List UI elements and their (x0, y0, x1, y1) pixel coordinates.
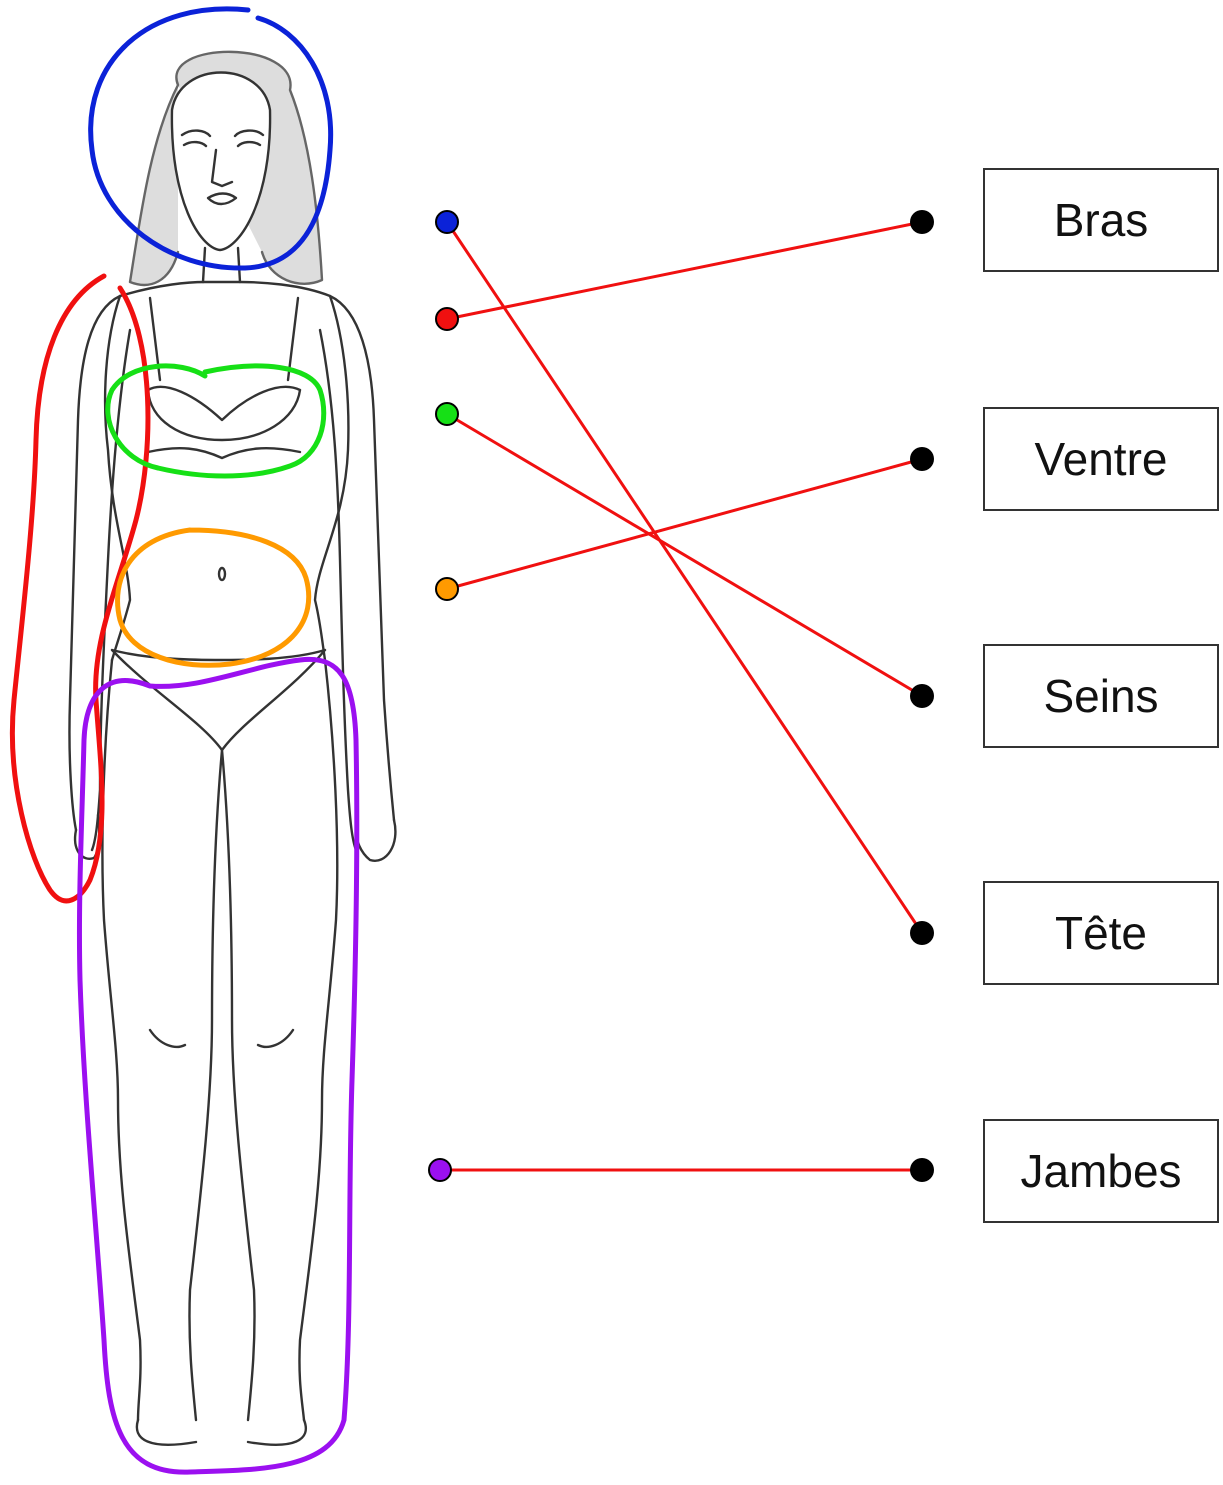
label-bras-text: Bras (1054, 193, 1149, 247)
label-dot-seins[interactable] (910, 684, 934, 708)
label-seins[interactable]: Seins (983, 644, 1219, 748)
connector-chest-seins (447, 414, 922, 696)
connector-arm-bras (447, 222, 922, 319)
region-belly-outline (118, 530, 309, 665)
connector-dots (429, 210, 934, 1182)
label-dot-bras[interactable] (910, 210, 934, 234)
label-jambes[interactable]: Jambes (983, 1119, 1219, 1223)
label-bras[interactable]: Bras (983, 168, 1219, 272)
region-chest-outline (108, 366, 324, 476)
label-seins-text: Seins (1043, 669, 1158, 723)
region-dot-legs[interactable] (429, 1159, 451, 1181)
label-jambes-text: Jambes (1020, 1144, 1181, 1198)
connector-head-tete (447, 222, 922, 933)
region-dot-belly[interactable] (436, 578, 458, 600)
legs (102, 660, 337, 1420)
label-tete-text: Tête (1055, 906, 1147, 960)
bra (148, 387, 300, 458)
label-ventre[interactable]: Ventre (983, 407, 1219, 511)
connector-lines (440, 222, 922, 1170)
region-legs-outline (79, 659, 356, 1472)
region-dot-head[interactable] (436, 211, 458, 233)
label-dot-ventre[interactable] (910, 447, 934, 471)
label-ventre-text: Ventre (1035, 432, 1168, 486)
label-dot-jambes[interactable] (910, 1158, 934, 1182)
label-tete[interactable]: Tête (983, 881, 1219, 985)
label-dot-tete[interactable] (910, 921, 934, 945)
connector-belly-ventre (447, 459, 922, 589)
region-dot-arm[interactable] (436, 308, 458, 330)
region-dot-chest[interactable] (436, 403, 458, 425)
